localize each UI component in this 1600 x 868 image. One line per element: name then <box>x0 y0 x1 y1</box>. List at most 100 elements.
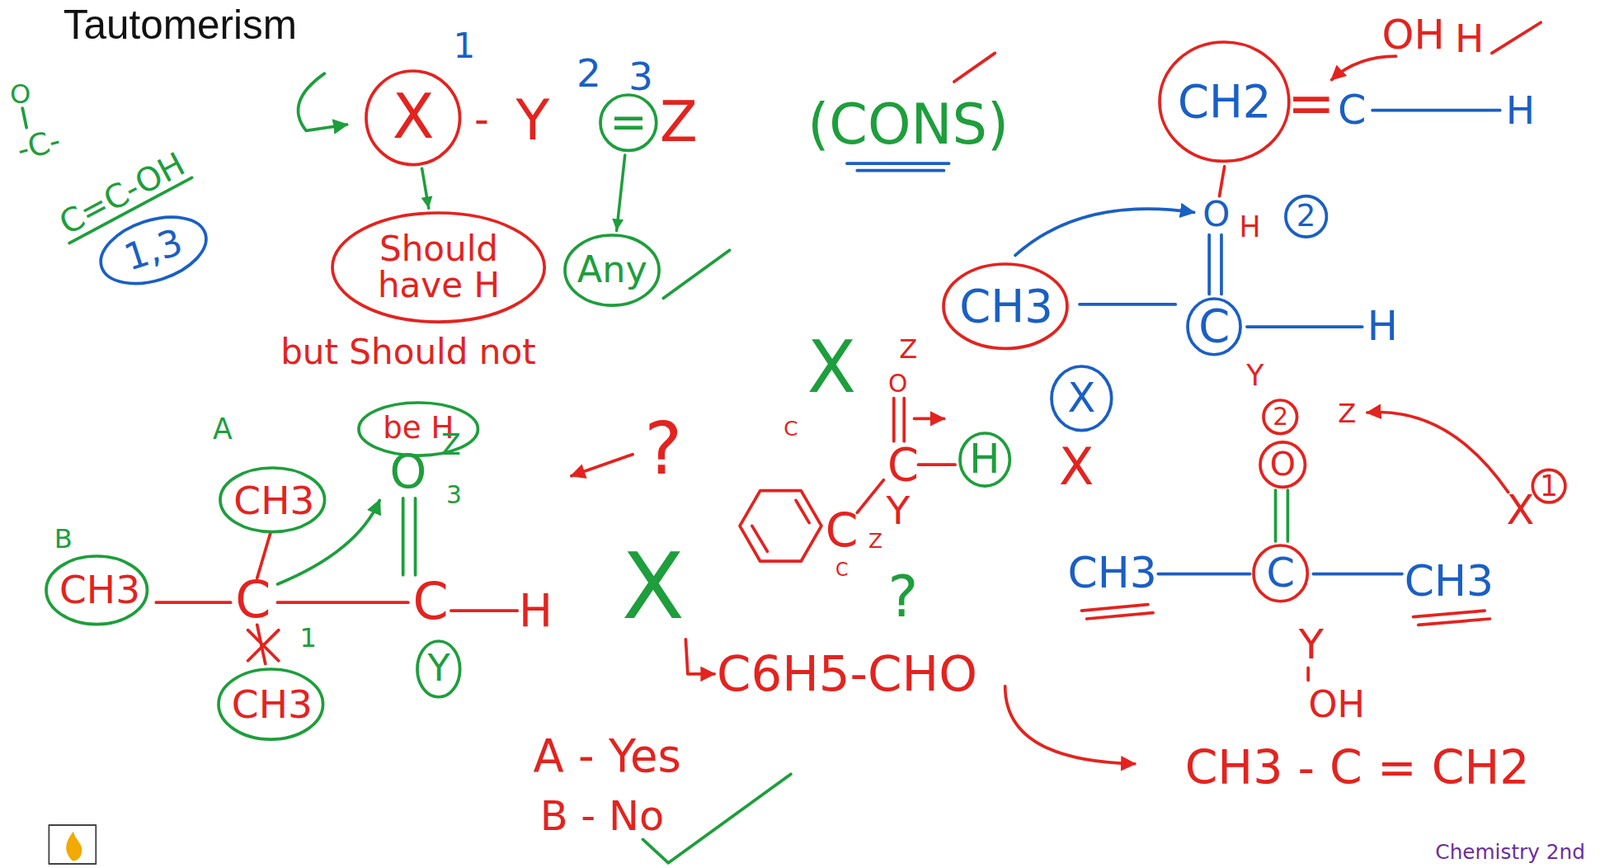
node-text: C <box>1265 551 1295 595</box>
ink-label: H <box>1239 211 1262 241</box>
ink-label: C <box>825 507 859 555</box>
node-text: = <box>609 98 648 146</box>
arrow-head <box>421 195 433 208</box>
hook-arrow <box>1005 686 1135 764</box>
circled-node: CH3 <box>941 262 1069 350</box>
bond-line <box>1372 108 1501 113</box>
ink-label: X <box>807 331 857 404</box>
circled-node: CH3 <box>44 554 149 626</box>
ellipse-stroke <box>332 212 545 322</box>
bond-line <box>1219 166 1225 197</box>
ellipse-stroke <box>220 467 325 532</box>
ink-label: O <box>1202 197 1230 232</box>
node-text: CH2 <box>1177 78 1272 126</box>
ink-label: Z <box>441 430 462 460</box>
ellipse-stroke <box>960 432 1010 486</box>
ink-label: C <box>1337 89 1367 131</box>
ellipse-stroke <box>600 94 657 151</box>
circled-node: C <box>1251 543 1309 603</box>
ink-label: Y <box>1246 361 1264 391</box>
ellipse-stroke <box>46 555 147 625</box>
pointer-arrow <box>571 454 633 476</box>
ink-label: 1 <box>299 624 316 651</box>
tick-mark <box>663 249 730 298</box>
logo-flame <box>65 830 82 861</box>
ink-label: H <box>1454 18 1484 58</box>
ink-label: O <box>9 80 31 108</box>
node-text: Any <box>577 250 648 290</box>
circled-node: H <box>958 431 1012 488</box>
node-text: 2 <box>1272 403 1289 429</box>
ink-label: 1 <box>453 28 476 64</box>
ink-label: O <box>1270 447 1296 481</box>
ink-label: Y <box>885 490 910 530</box>
ink-label: ? <box>888 568 919 626</box>
circled-node: CH3 <box>218 465 327 534</box>
ellipse-stroke <box>1187 298 1241 355</box>
ink-label: O <box>888 371 908 396</box>
double-bond <box>894 398 904 442</box>
double-bond <box>1275 489 1289 542</box>
ellipse-stroke <box>943 263 1068 349</box>
ink-label: = <box>1287 75 1336 133</box>
ellipse-stroke <box>564 235 659 306</box>
ink-label: C <box>235 574 271 626</box>
ellipse-stroke <box>218 668 324 739</box>
ink-label: CH3 - C = CH2 <box>1185 743 1530 791</box>
node-text: CH3 <box>233 480 311 521</box>
ink-label: OH <box>1382 15 1445 57</box>
ellipse-stroke <box>1159 42 1290 161</box>
ink-label: A <box>212 414 233 443</box>
circle-mark <box>1260 442 1305 487</box>
circled-node: C <box>1185 296 1243 357</box>
tick-mark <box>1491 22 1541 53</box>
ink-label: Y <box>1298 624 1324 665</box>
circled-node: X <box>1049 364 1114 433</box>
underline <box>847 163 950 171</box>
ink-label: H <box>1367 305 1398 347</box>
logo-frame <box>48 824 96 864</box>
connector-arrow <box>421 168 433 208</box>
underline <box>1081 604 1490 626</box>
ellipse-stroke <box>1263 400 1298 434</box>
circled-node: CH2 <box>1157 40 1291 163</box>
ink-label: C <box>835 560 849 579</box>
ink-label: 1 <box>1539 471 1558 501</box>
ink-label: B - No <box>540 795 665 837</box>
bond-line <box>22 108 27 128</box>
ink-label: 2 <box>576 54 602 94</box>
ink-label: C <box>413 576 449 628</box>
ink-label: Z <box>868 530 883 551</box>
ink-label: 3 <box>446 482 462 508</box>
double-bond <box>403 498 416 575</box>
ink-label: H <box>1505 90 1535 130</box>
circled-node: Should have H <box>330 211 546 324</box>
circled-node: Any <box>563 233 661 307</box>
node-text: X <box>392 84 435 150</box>
shift-arrow <box>1015 208 1195 255</box>
double-bond <box>1209 235 1222 295</box>
ink-label: C6H5-CHO <box>716 649 978 698</box>
ink-label: C <box>783 418 798 439</box>
ink-label: O <box>389 447 427 495</box>
ring-bond <box>752 499 810 551</box>
ink-label: - <box>474 99 490 141</box>
bond-line <box>918 462 956 466</box>
tick-mark <box>642 773 791 863</box>
ink-label: -C- <box>14 124 65 166</box>
hook-arrow <box>298 73 348 131</box>
slide-title: Tautomerism <box>63 4 297 45</box>
circled-node: X <box>364 69 462 167</box>
ink-label: C <box>887 442 919 487</box>
circle-mark <box>1285 196 1327 238</box>
connector-arrow <box>611 155 626 231</box>
node-text: CH3 <box>59 569 135 610</box>
circled-node: 2 <box>1261 398 1299 436</box>
node-text: Y <box>427 649 450 688</box>
node-text: 1,3 <box>119 222 188 278</box>
circled-node: CH3 <box>216 667 325 741</box>
ink-label: Y <box>515 93 550 149</box>
arrow-head <box>611 218 624 231</box>
ink-label: 3 <box>628 56 654 96</box>
